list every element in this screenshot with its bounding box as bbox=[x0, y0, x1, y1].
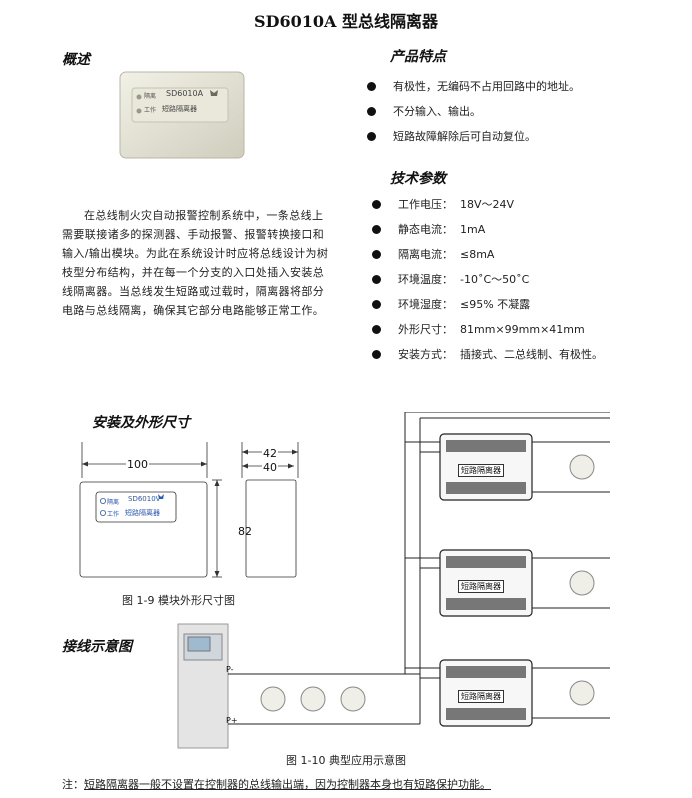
product-photo: 隔离 SD6010A 工作 短路隔离器 bbox=[118, 70, 246, 160]
spec-label: 环境湿度： bbox=[398, 298, 453, 311]
isolator-module-label: 短路隔离器 bbox=[458, 580, 504, 593]
spec-label: 安装方式： bbox=[398, 348, 453, 361]
dim-depth-outer-label: 42 bbox=[262, 447, 278, 460]
overview-paragraph: 在总线制火灾自动报警控制系统中，一条总线上需要联接诸多的探测器、手动报警、报警转… bbox=[62, 209, 329, 317]
isolator-module-label: 短路隔离器 bbox=[458, 464, 504, 477]
features-list: 有极性，无编码不占用回路中的地址。 不分输入、输出。 短路故障解除后可自动复位。 bbox=[367, 80, 580, 155]
spec-item: 环境湿度： ≤95% 不凝露 bbox=[372, 298, 603, 323]
spec-value: 1mA bbox=[460, 223, 486, 236]
dim-height-label: 82 bbox=[238, 525, 252, 538]
front-led2-label: 工作 bbox=[107, 511, 120, 518]
spec-label: 工作电压： bbox=[398, 198, 453, 211]
feature-item: 短路故障解除后可自动复位。 bbox=[367, 130, 580, 155]
spec-value: 18V～24V bbox=[460, 198, 515, 211]
spec-label: 隔离电流： bbox=[398, 248, 453, 261]
spec-item: 隔离电流： ≤8mA bbox=[372, 248, 603, 273]
overview-heading: 概述 bbox=[62, 52, 90, 68]
photo-name-label: 短路隔离器 bbox=[162, 105, 197, 113]
footnote: 注：短路隔离器一般不设置在控制器的总线输出端，因为控制器本身也有短路保护功能。 bbox=[62, 776, 491, 792]
footnote-prefix: 注： bbox=[62, 778, 84, 791]
photo-model-label: SD6010A bbox=[166, 89, 204, 98]
specs-heading: 技术参数 bbox=[390, 171, 446, 187]
page-title: SD6010A 型总线隔离器 bbox=[254, 12, 438, 31]
spec-value: 81mm×99mm×41mm bbox=[460, 323, 585, 336]
photo-led1-label: 隔离 bbox=[144, 93, 157, 100]
figure-1-9-caption: 图 1-9 模块外形尺寸图 bbox=[122, 594, 235, 607]
wiring-heading: 接线示意图 bbox=[62, 639, 132, 655]
spec-item: 安装方式： 插接式、二总线制、有极性。 bbox=[372, 348, 603, 373]
photo-led2-label: 工作 bbox=[144, 107, 157, 114]
footnote-text: 短路隔离器一般不设置在控制器的总线输出端，因为控制器本身也有短路保护功能。 bbox=[84, 778, 491, 791]
spec-item: 环境温度： -10˚C～50˚C bbox=[372, 273, 603, 298]
install-heading: 安装及外形尺寸 bbox=[92, 415, 190, 431]
front-led1-label: 隔离 bbox=[107, 499, 120, 506]
dim-depth-inner-label: 40 bbox=[262, 461, 278, 474]
spec-label: 外形尺寸： bbox=[398, 323, 453, 336]
dim-width-label: 100 bbox=[126, 458, 149, 471]
p-minus-label: P- bbox=[226, 665, 234, 674]
feature-item: 有极性，无编码不占用回路中的地址。 bbox=[367, 80, 580, 105]
isolator-module-label: 短路隔离器 bbox=[458, 690, 504, 703]
wiring-diagram bbox=[177, 412, 610, 749]
specs-list: 工作电压： 18V～24V 静态电流： 1mA 隔离电流： ≤8mA 环境温度： -10… bbox=[372, 198, 603, 373]
spec-value: -10˚C～50˚C bbox=[460, 273, 530, 286]
figure-1-10-caption: 图 1-10 典型应用示意图 bbox=[286, 754, 406, 767]
spec-label: 环境温度： bbox=[398, 273, 453, 286]
front-name-label: 短路隔离器 bbox=[125, 509, 160, 517]
spec-value: 插接式、二总线制、有极性。 bbox=[460, 348, 603, 361]
feature-item: 不分输入、输出。 bbox=[367, 105, 580, 130]
spec-value: ≤95% 不凝露 bbox=[460, 298, 531, 311]
p-plus-label: P+ bbox=[226, 716, 238, 725]
spec-item: 外形尺寸： 81mm×99mm×41mm bbox=[372, 323, 603, 348]
spec-label: 静态电流： bbox=[398, 223, 453, 236]
spec-value: ≤8mA bbox=[460, 248, 495, 261]
features-heading: 产品特点 bbox=[390, 49, 446, 65]
spec-item: 静态电流： 1mA bbox=[372, 223, 603, 248]
front-model-label: SD6010V bbox=[128, 495, 161, 503]
spec-item: 工作电压： 18V～24V bbox=[372, 198, 603, 223]
